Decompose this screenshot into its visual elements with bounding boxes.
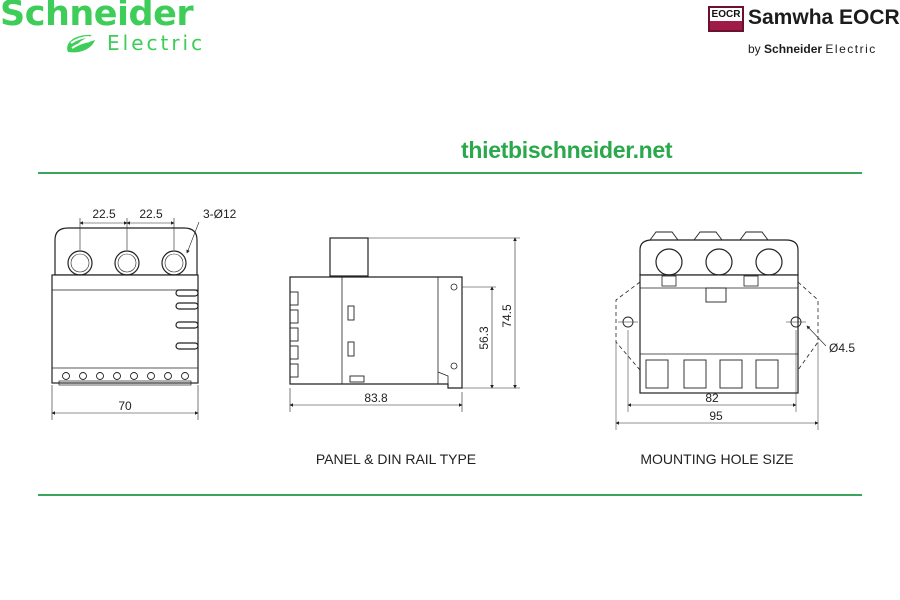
by-electric-label: Electric — [825, 42, 877, 56]
front-dimension-labels: 22.5 22.5 3-Ø12 70 — [92, 207, 236, 413]
mount-dimension-labels: Ø4.5 82 95 — [705, 341, 855, 423]
side-view — [289, 237, 520, 412]
mount-hole-dia-label: Ø4.5 — [829, 341, 855, 355]
side-caption: PANEL & DIN RAIL TYPE — [316, 451, 476, 467]
schneider-leaf-icon — [67, 34, 95, 53]
electric-wordmark: Electric — [107, 31, 206, 55]
side-top-lug — [329, 237, 369, 277]
by-label: by — [748, 42, 761, 56]
bottom-divider — [38, 494, 862, 496]
top-divider — [38, 172, 862, 174]
by-schneider-label: Schneider — [764, 42, 823, 56]
eocr-badge: EOCR — [708, 6, 744, 32]
side-height-inner-label: 56.3 — [477, 326, 491, 350]
eocr-badge-label: EOCR — [710, 8, 742, 22]
front-hole-1 — [67, 250, 93, 276]
front-pitch-left-label: 22.5 — [92, 207, 116, 221]
mount-top-lug — [639, 239, 799, 276]
eocr-badge-bar — [710, 21, 742, 30]
schneider-wordmark: Schneider — [0, 0, 194, 34]
side-height-total-label: 74.5 — [500, 304, 514, 328]
by-schneider-line: by Schneider Electric — [748, 42, 877, 56]
side-dimension-labels: 56.3 74.5 83.8 — [364, 304, 514, 405]
samwha-eocr-wordmark: Samwha EOCR — [748, 6, 900, 29]
front-terminals — [58, 372, 192, 386]
front-hole-2 — [114, 250, 140, 276]
mount-width-label: 95 — [709, 409, 723, 423]
mount-body — [639, 274, 799, 394]
front-view — [51, 218, 200, 420]
mount-caption: MOUNTING HOLE SIZE — [640, 451, 793, 467]
front-holes-label: 3-Ø12 — [203, 207, 237, 221]
samwha-eocr-logo: EOCR Samwha EOCR by Schneider Electric — [706, 0, 900, 64]
schneider-logo: Schneider Electric — [0, 0, 260, 60]
side-body — [289, 276, 463, 389]
mount-hole-pitch-label: 82 — [705, 391, 719, 405]
site-url: thietbischneider.net — [461, 137, 673, 163]
front-body — [51, 274, 199, 384]
front-pitch-right-label: 22.5 — [139, 207, 163, 221]
mounting-view — [615, 231, 827, 430]
front-hole-3 — [161, 250, 187, 276]
front-width-label: 70 — [118, 399, 132, 413]
side-depth-label: 83.8 — [364, 391, 388, 405]
